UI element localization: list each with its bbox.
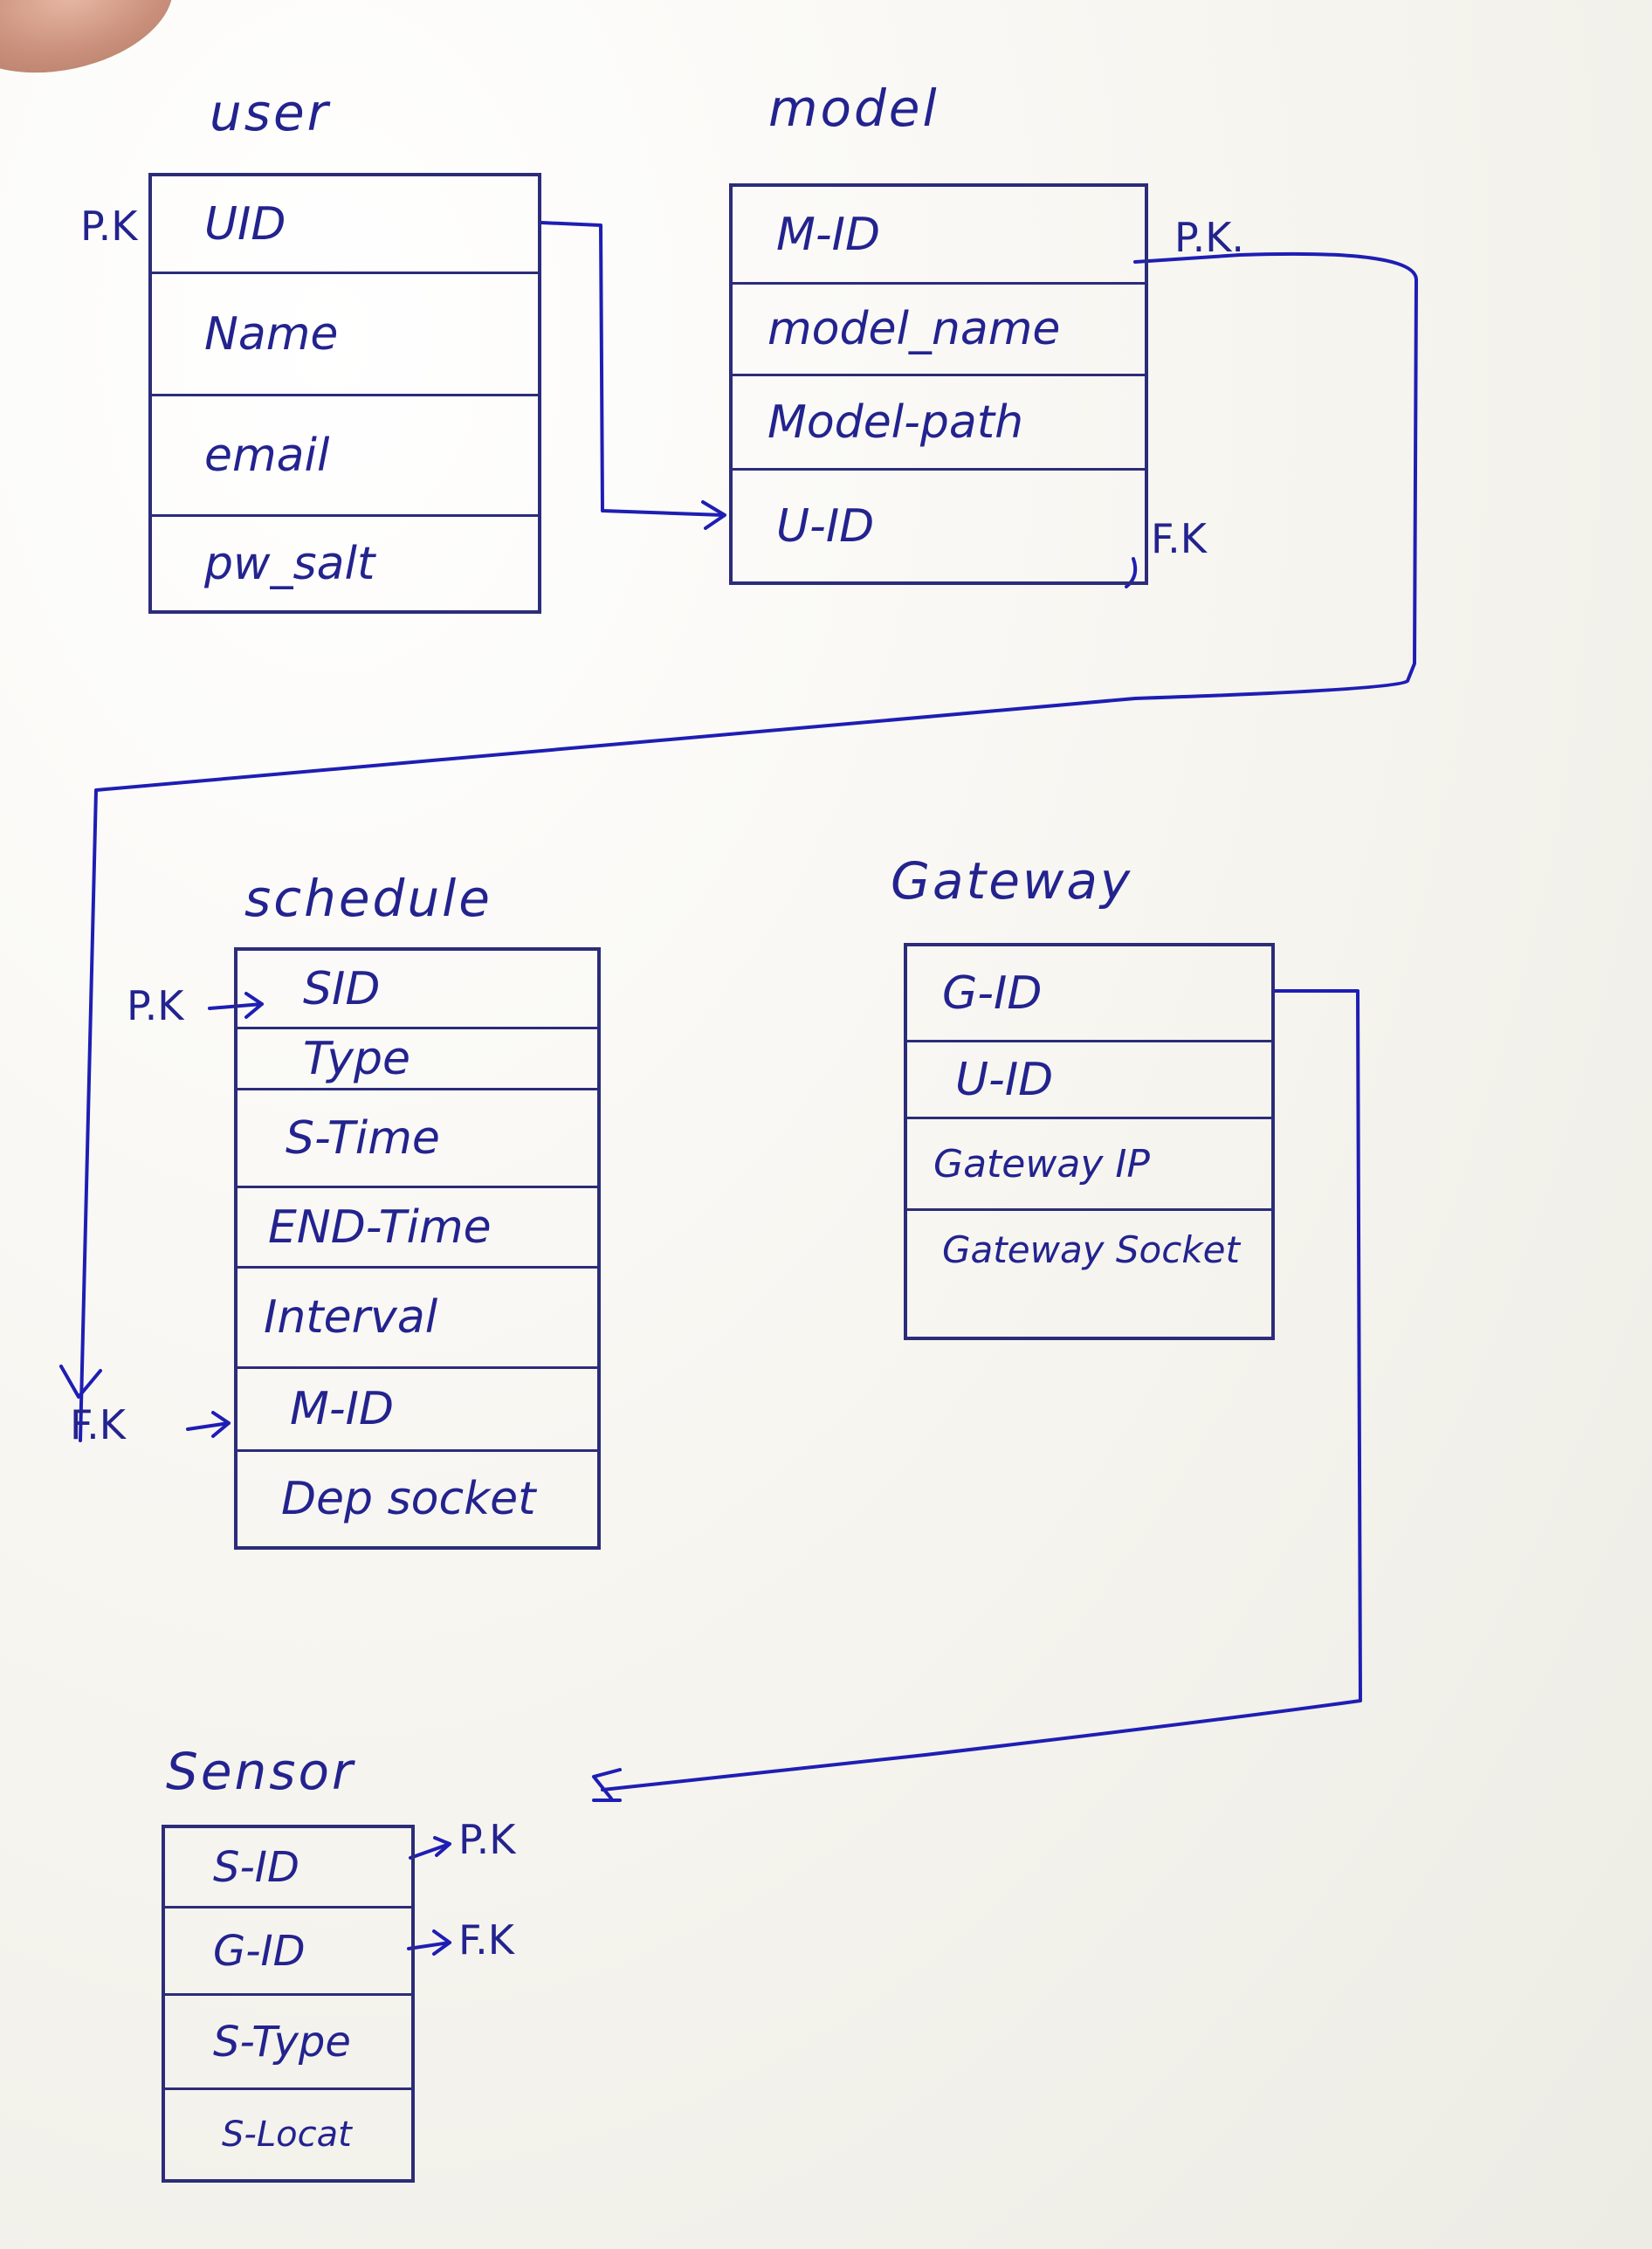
schedule-table: SID Type S-Time END-Time Interval M-ID D… (234, 947, 601, 1550)
gateway-field-gateway-socket: Gateway Socket (942, 1228, 1240, 1271)
schedule-field-sid: SID (237, 951, 597, 1029)
gateway-field-gateway-ip: Gateway IP (907, 1119, 1271, 1211)
sensor-table: S-ID G-ID S-Type S-Locat (162, 1825, 415, 2183)
user-field-email: email (152, 396, 538, 517)
gateway-table: G-ID U-ID Gateway IP Gateway Socket (904, 943, 1275, 1340)
arrow-gateway-to-sensor (592, 1768, 622, 1802)
schedule-pk-label: P.K (127, 982, 184, 1029)
model-field-m-id: M-ID (733, 187, 1145, 285)
sensor-field-s-locat: S-Locat (222, 2115, 352, 2155)
arrow-sensor-pk (409, 1836, 451, 1860)
sensor-field-s-type: S-Type (165, 1996, 411, 2090)
schedule-field-s-time: S-Time (237, 1090, 597, 1188)
arrow-sensor-fk (407, 1929, 451, 1956)
model-field-model-name: model_name (733, 285, 1145, 376)
user-pk-label: P.K (80, 203, 138, 250)
arrow-schedule-fk (186, 1411, 231, 1438)
model-field-model-path: Model-path (733, 376, 1145, 471)
model-pk-label: P.K. (1174, 214, 1244, 261)
user-field-uid: UID (152, 176, 538, 274)
line-gateway-to-sensor (601, 989, 1362, 1792)
schedule-fk-label: F.K (70, 1401, 126, 1448)
schedule-field-m-id: M-ID (237, 1369, 597, 1452)
arrow-user-to-model (701, 500, 726, 530)
gateway-table-title: Gateway (891, 851, 1133, 911)
line-model-to-schedule (79, 251, 1418, 1442)
schedule-field-dep-socket: Dep socket (281, 1473, 536, 1525)
sensor-pk-label: P.K (458, 1816, 516, 1863)
sensor-field-g-id: G-ID (165, 1909, 411, 1996)
model-field-u-id: U-ID (776, 499, 875, 553)
model-fk-label: F.K (1151, 515, 1207, 562)
model-table-title: model (768, 79, 940, 138)
arrow-model-to-schedule (59, 1365, 102, 1399)
sensor-table-title: Sensor (166, 1742, 355, 1801)
sensor-fk-label: F.K (458, 1916, 514, 1964)
model-table: M-ID model_name Model-path U-ID (729, 183, 1148, 585)
user-field-pw-salt: pw_salt (204, 537, 375, 590)
line-user-to-model (540, 221, 725, 517)
gateway-field-u-id: U-ID (907, 1042, 1271, 1119)
schedule-field-type: Type (237, 1029, 597, 1090)
schedule-table-title: schedule (244, 869, 492, 928)
user-table-title: user (210, 83, 331, 142)
user-table: UID Name email pw_salt (148, 173, 541, 614)
schedule-field-end-time: END-Time (237, 1188, 597, 1269)
gateway-field-g-id: G-ID (907, 946, 1271, 1042)
schedule-field-interval: Interval (237, 1269, 597, 1369)
user-field-name: Name (152, 274, 538, 396)
sensor-field-s-id: S-ID (165, 1828, 411, 1909)
